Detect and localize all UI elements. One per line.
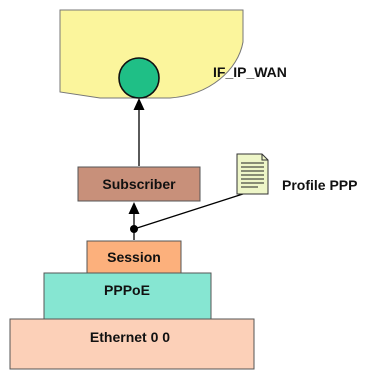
arrowhead-interface bbox=[133, 98, 145, 110]
session-box bbox=[86, 240, 182, 274]
interface-dot bbox=[118, 57, 160, 99]
document-icon bbox=[236, 153, 269, 195]
session-label: Session bbox=[107, 249, 161, 265]
subscriber-box bbox=[77, 166, 201, 202]
interface-node bbox=[59, 9, 244, 99]
arrowhead-subscriber bbox=[128, 202, 140, 214]
document-page bbox=[236, 153, 269, 195]
profile-label: Profile PPP bbox=[282, 177, 357, 193]
interface-label: IF_IP_WAN bbox=[213, 64, 287, 80]
profile-link-line bbox=[133, 192, 247, 230]
interface-shape bbox=[59, 9, 244, 99]
pppoe-label: PPPoE bbox=[104, 282, 150, 298]
ethernet-box bbox=[9, 318, 255, 370]
profile-link-dot bbox=[130, 225, 138, 233]
ethernet-label: Ethernet 0 0 bbox=[90, 329, 170, 345]
pppoe-box bbox=[43, 272, 212, 320]
subscriber-label: Subscriber bbox=[102, 176, 176, 192]
